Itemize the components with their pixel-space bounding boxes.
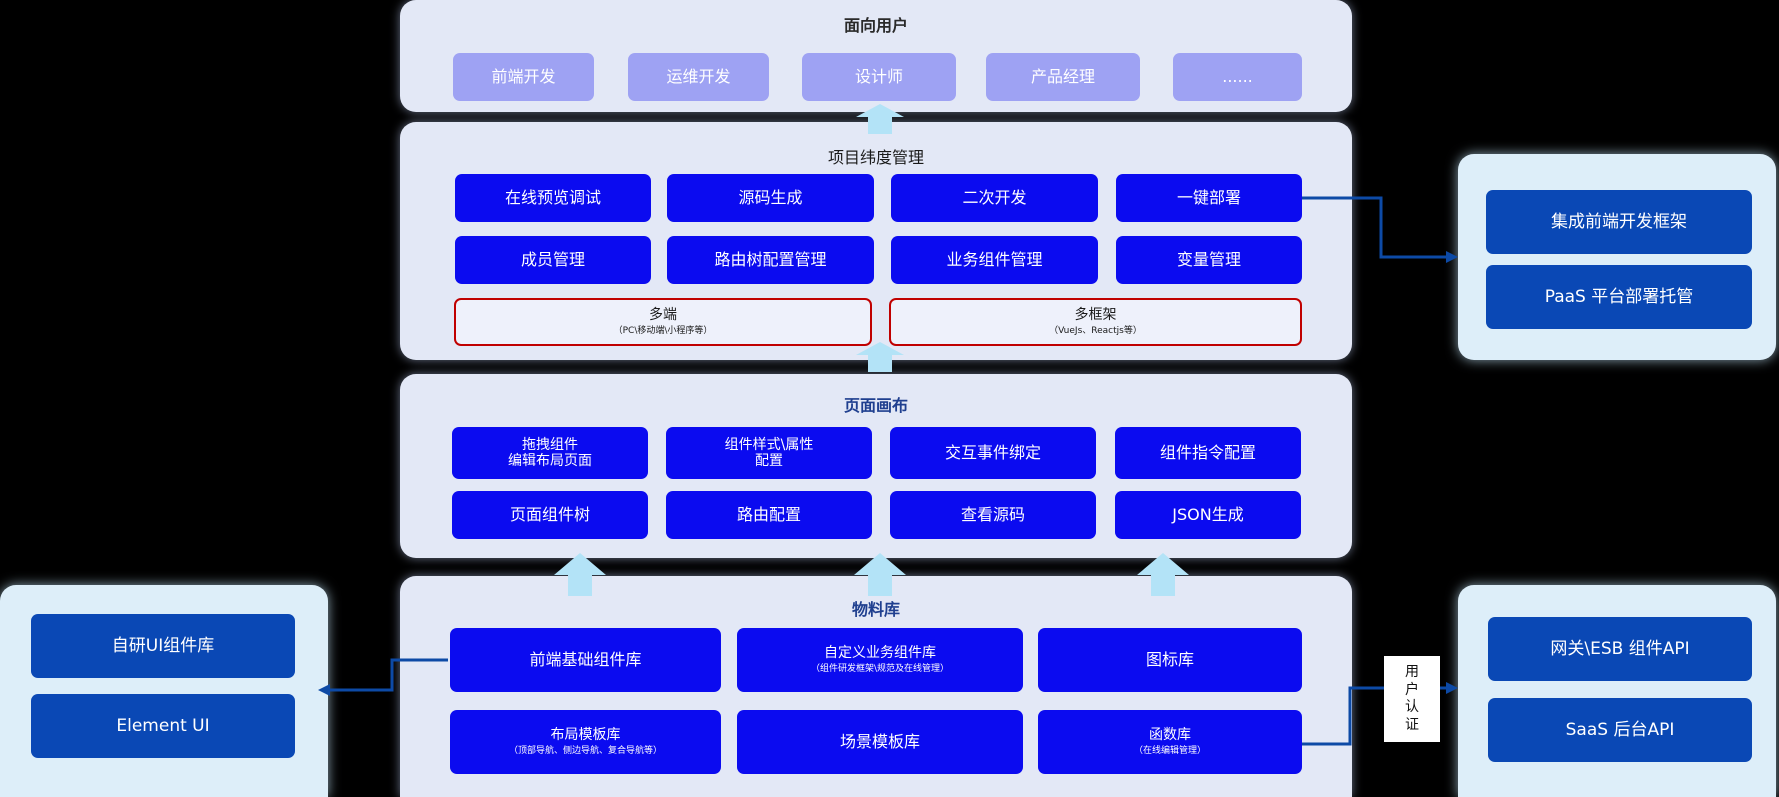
- drag-component-box[interactable]: 拖拽组件 编辑布局页面: [452, 427, 648, 479]
- element-ui-lib[interactable]: Element UI: [31, 694, 295, 758]
- user-panel-title: 面向用户: [843, 16, 908, 35]
- canvas-panel-title: 页面画布: [843, 396, 908, 415]
- custom-lib-sub: （组件研发框架\规范及在线管理）: [810, 664, 950, 674]
- feature-online-preview[interactable]: 在线预览调试: [455, 174, 651, 222]
- arrow-head-icon: [1446, 251, 1458, 263]
- paas-deploy-hosting[interactable]: PaaS 平台部署托管: [1486, 265, 1752, 329]
- multi-endpoint-label: 多端: [649, 307, 677, 324]
- auth-char-1: 用: [1405, 664, 1419, 680]
- feature-one-click-deploy[interactable]: 一键部署: [1116, 174, 1302, 222]
- scene-template-lib[interactable]: 场景模板库: [737, 710, 1023, 774]
- user-panel: 面向用户 前端开发 运维开发 设计师 产品经理 ......: [400, 0, 1352, 112]
- multi-framework-sub: （VueJs、Reactjs等）: [1049, 326, 1142, 336]
- role-more[interactable]: ......: [1173, 53, 1302, 101]
- materials-panel: 物料库 前端基础组件库 自定义业务组件库 （组件研发框架\规范及在线管理） 图标…: [400, 576, 1352, 797]
- custom-biz-component-lib[interactable]: 自定义业务组件库 （组件研发框架\规范及在线管理）: [737, 628, 1023, 692]
- feature-biz-component-mgmt[interactable]: 业务组件管理: [891, 236, 1098, 284]
- multi-framework-box[interactable]: 多框架 （VueJs、Reactjs等）: [889, 298, 1302, 346]
- feature-member-mgmt[interactable]: 成员管理: [455, 236, 651, 284]
- multi-framework-label: 多框架: [1074, 307, 1117, 324]
- materials-panel-title: 物料库: [851, 600, 900, 619]
- canvas-panel: 页面画布 拖拽组件 编辑布局页面 组件样式\属性 配置 交互事件绑定 组件指令配…: [400, 374, 1352, 558]
- multi-endpoint-sub: （PC\移动端\小程序等）: [613, 326, 713, 336]
- ui-lib-side-panel: 自研UI组件库 Element UI: [0, 585, 328, 797]
- component-style-box[interactable]: 组件样式\属性 配置: [666, 427, 872, 479]
- layout-template-lib[interactable]: 布局模板库 （顶部导航、侧边导航、复合导航等）: [450, 710, 721, 774]
- auth-char-4: 证: [1405, 716, 1419, 733]
- deploy-side-panel: 集成前端开发框架 PaaS 平台部署托管: [1458, 154, 1776, 360]
- json-generate[interactable]: JSON生成: [1115, 491, 1301, 539]
- interaction-event-binding[interactable]: 交互事件绑定: [890, 427, 1096, 479]
- integrated-frontend-framework[interactable]: 集成前端开发框架: [1486, 190, 1752, 254]
- layout-lib-sub: （顶部导航、侧边导航、复合导航等）: [508, 746, 662, 756]
- in-house-ui-lib[interactable]: 自研UI组件库: [31, 614, 295, 678]
- auth-char-3: 认: [1405, 699, 1419, 715]
- function-lib-sub: （在线编辑管理）: [1133, 746, 1206, 756]
- feature-variable-mgmt[interactable]: 变量管理: [1116, 236, 1302, 284]
- component-style-line2: 配置: [755, 453, 783, 469]
- user-auth-label: 用 户 认 证: [1384, 656, 1440, 742]
- layout-lib-label: 布局模板库: [550, 727, 621, 744]
- custom-lib-label: 自定义业务组件库: [824, 645, 936, 662]
- api-side-panel: 网关\ESB 组件API SaaS 后台API: [1458, 585, 1776, 797]
- icon-lib[interactable]: 图标库: [1038, 628, 1302, 692]
- function-lib[interactable]: 函数库 （在线编辑管理）: [1038, 710, 1302, 774]
- auth-char-2: 户: [1405, 681, 1419, 698]
- base-component-lib[interactable]: 前端基础组件库: [450, 628, 721, 692]
- project-panel-title: 项目纬度管理: [827, 148, 924, 167]
- view-source[interactable]: 查看源码: [890, 491, 1096, 539]
- multi-endpoint-box[interactable]: 多端 （PC\移动端\小程序等）: [454, 298, 872, 346]
- role-designer[interactable]: 设计师: [802, 53, 956, 101]
- feature-source-gen[interactable]: 源码生成: [667, 174, 874, 222]
- arrow-head-icon: [1446, 682, 1458, 694]
- drag-component-line2: 编辑布局页面: [508, 453, 592, 469]
- saas-backend-api[interactable]: SaaS 后台API: [1488, 698, 1752, 762]
- feature-secondary-dev[interactable]: 二次开发: [891, 174, 1098, 222]
- role-frontend-dev[interactable]: 前端开发: [453, 53, 594, 101]
- gateway-esb-api[interactable]: 网关\ESB 组件API: [1488, 617, 1752, 681]
- project-panel: 项目纬度管理 在线预览调试 源码生成 二次开发 一键部署 成员管理 路由树配置管…: [400, 122, 1352, 360]
- page-component-tree[interactable]: 页面组件树: [452, 491, 648, 539]
- component-directive-config[interactable]: 组件指令配置: [1115, 427, 1301, 479]
- role-ops-dev[interactable]: 运维开发: [628, 53, 769, 101]
- function-lib-label: 函数库: [1149, 727, 1191, 744]
- feature-route-tree-mgmt[interactable]: 路由树配置管理: [667, 236, 874, 284]
- component-style-line1: 组件样式\属性: [724, 436, 814, 453]
- role-product-manager[interactable]: 产品经理: [986, 53, 1140, 101]
- route-config[interactable]: 路由配置: [666, 491, 872, 539]
- drag-component-line1: 拖拽组件: [522, 436, 578, 453]
